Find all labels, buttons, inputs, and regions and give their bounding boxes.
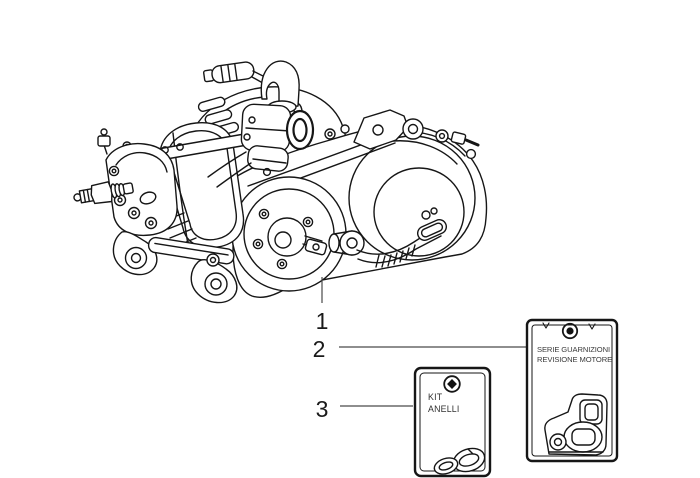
intake-bell [285,109,315,151]
kickstart-lever [328,207,448,268]
ring-kit-label-line1: KIT [428,392,443,402]
hang-hole-icon [443,375,461,393]
hang-hole-icon [561,322,579,340]
shock-mount-bracket [353,109,480,160]
ring-kit-label-line2: ANELLI [428,404,460,414]
ring-kit-tag: KIT ANELLI [413,366,492,478]
gasket-set-label-line2: REVISIONE MOTORE [537,355,612,364]
callout-3-label: 3 [316,396,329,422]
spark-plug [73,181,134,205]
notch-icon [542,322,550,329]
throttle-cable [202,61,255,84]
notch-icon [588,323,596,330]
cylinder-head [97,128,178,237]
callout-2-label: 2 [313,336,326,362]
carburettor [202,60,315,188]
callouts: 1 2 3 [313,277,526,422]
gasket-drawing-icon [544,393,608,456]
piston-rings-icon [433,447,486,475]
engine-assembly-drawing [73,60,488,304]
variator-cover [231,176,347,292]
callout-1-label: 1 [316,308,329,334]
gasket-set-tag: SERIE GUARNIZIONI REVISIONE MOTORE [525,318,619,463]
engine-mount-bracket [112,230,238,304]
gasket-set-label-line1: SERIE GUARNIZIONI [537,345,610,354]
